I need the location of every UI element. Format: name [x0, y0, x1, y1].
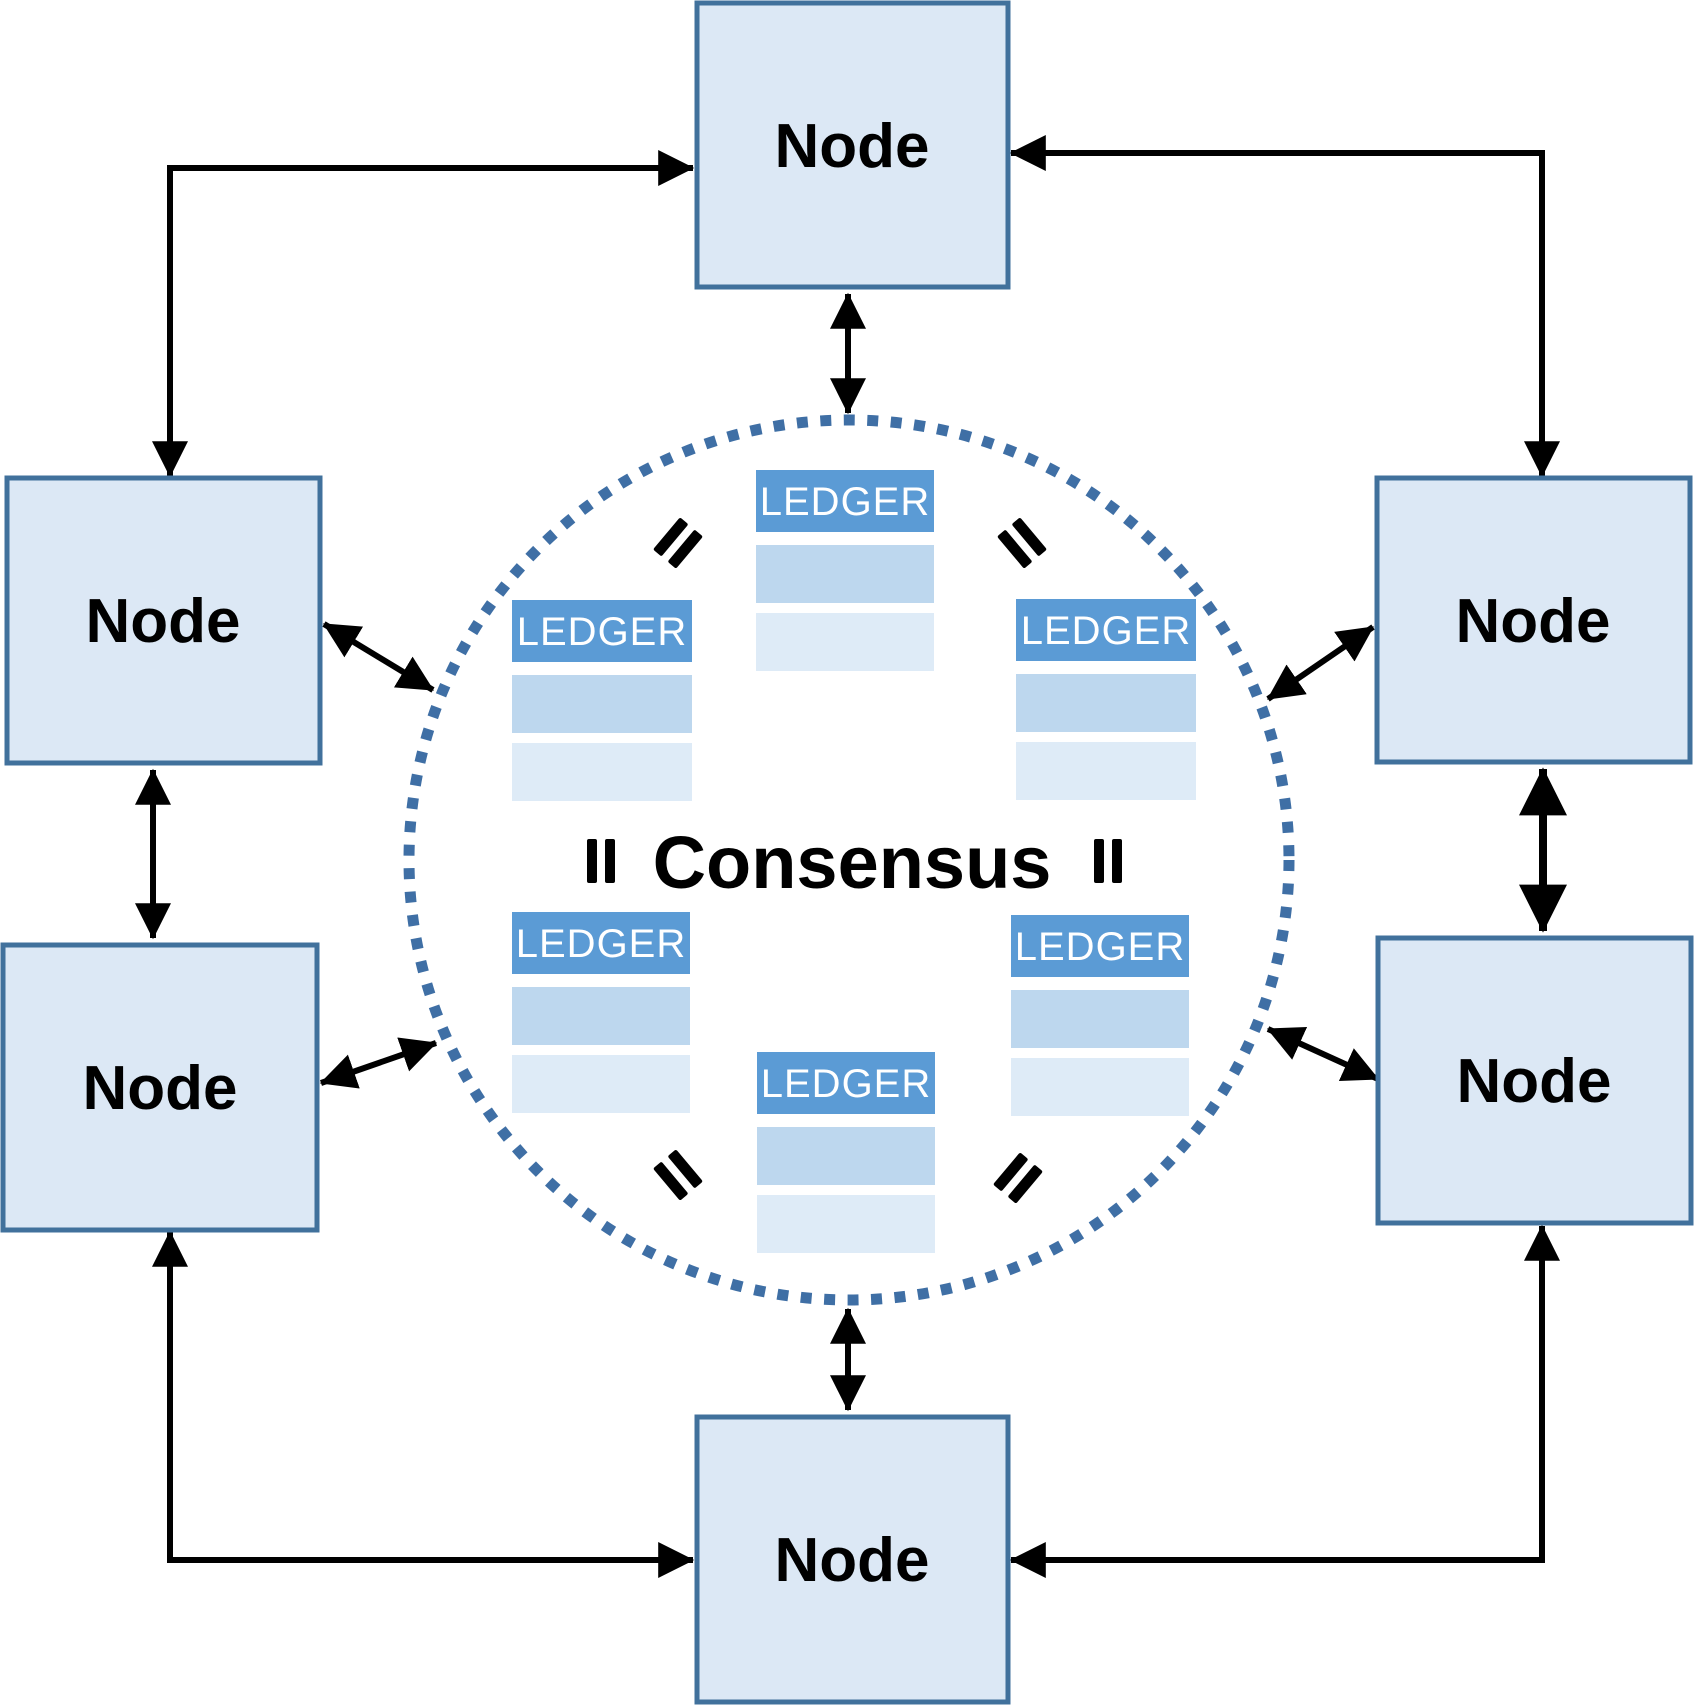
node-box-top: Node [694, 0, 1011, 290]
equals-mark-left [587, 839, 615, 883]
node-rect [1375, 935, 1694, 1226]
ledger-row-2 [512, 743, 692, 801]
ledger-header [1011, 915, 1189, 977]
arrow-upperleft-node-to-circle [322, 621, 435, 693]
ledger-table-lower-right: LEDGER [1011, 915, 1189, 1116]
arrow-lowerleft-node-to-circle [319, 1037, 438, 1089]
ledger-title: LEDGER [516, 922, 687, 966]
equals-mark-upper-left [653, 518, 703, 568]
ledger-header [512, 600, 692, 662]
arrow-lowerleft-to-bottom-elbow [152, 1230, 695, 1578]
equals-mark-right [1094, 839, 1122, 883]
node-rect [0, 942, 320, 1233]
arrow-upperright-to-top-elbow [1009, 135, 1560, 478]
node-box-bottom: Node [694, 1414, 1011, 1705]
equals-mark-upper-right [997, 518, 1047, 568]
node-box-upper-right: Node [1374, 475, 1693, 765]
ledger-row-2 [1016, 742, 1196, 800]
node-label: Node [1457, 1047, 1612, 1116]
ledger-table-upper-right: LEDGER [1016, 599, 1196, 800]
ledger-table-top: LEDGER [756, 470, 934, 671]
ledger-header [1016, 599, 1196, 661]
ledger-table-lower-left: LEDGER [512, 912, 690, 1113]
node-box-lower-right: Node [1375, 935, 1694, 1226]
node-rect [694, 1414, 1011, 1705]
ledger-row-1 [512, 675, 692, 733]
ledger-header [756, 470, 934, 532]
ledger-row-2 [512, 1055, 690, 1113]
ledger-row-1 [512, 987, 690, 1045]
ledger-row-1 [1011, 990, 1189, 1048]
node-rect [694, 0, 1011, 290]
ledger-row-2 [756, 613, 934, 671]
node-rect [1374, 475, 1693, 765]
ledger-row-1 [757, 1127, 935, 1185]
ledger-title: LEDGER [517, 610, 688, 654]
equals-mark-lower-left [653, 1150, 703, 1200]
node-box-upper-left: Node [4, 475, 323, 766]
arrow-upperleft-to-top-elbow [152, 150, 695, 478]
ledger-row-1 [1016, 674, 1196, 732]
ledger-title: LEDGER [760, 480, 931, 524]
ledger-title: LEDGER [1015, 925, 1186, 969]
node-label: Node [1456, 587, 1611, 656]
ledger-table-upper-left: LEDGER [512, 600, 692, 801]
node-box-lower-left: Node [0, 942, 320, 1233]
ledger-header [512, 912, 690, 974]
arrow-upperright-node-to-circle [1266, 624, 1375, 702]
node-rect [4, 475, 323, 766]
node-label: Node [775, 1526, 930, 1595]
node-label: Node [83, 1054, 238, 1123]
ledger-header [757, 1052, 935, 1114]
ledger-title: LEDGER [761, 1062, 932, 1106]
node-label: Node [775, 112, 930, 181]
ledger-row-2 [1011, 1058, 1189, 1116]
ledger-row-1 [756, 545, 934, 603]
arrow-lowerright-node-to-circle [1266, 1026, 1380, 1082]
node-label: Node [86, 587, 241, 656]
ledger-title: LEDGER [1021, 609, 1192, 653]
ledger-table-bottom: LEDGER [757, 1052, 935, 1253]
consensus-boundary-circle [403, 414, 1295, 1306]
arrow-lowerright-to-bottom-elbow [1009, 1224, 1560, 1578]
equals-mark-lower-right [993, 1153, 1043, 1203]
consensus-label: Consensus [653, 821, 1052, 904]
ledger-row-2 [757, 1195, 935, 1253]
